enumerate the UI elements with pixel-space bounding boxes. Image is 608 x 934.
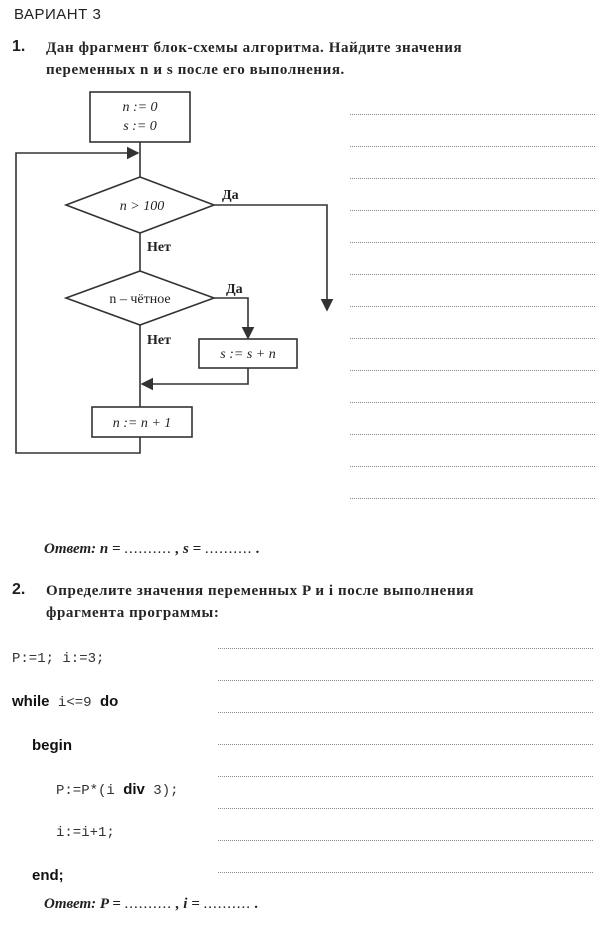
task1-number: 1. [12,38,26,55]
code-line-3: begin [12,735,179,758]
work-line[interactable] [218,872,593,873]
task1-work-lines [350,114,595,499]
work-line[interactable] [218,808,593,809]
code-line-1: P:=1; i:=3; [12,651,105,667]
increment-n-box [91,406,193,438]
task2-answer-prefix: Ответ: P = [44,896,121,912]
task2-answer-end: . [254,896,259,912]
work-line[interactable] [350,146,595,147]
assign-s-box [198,338,298,369]
work-line[interactable] [218,776,593,777]
work-line[interactable] [350,402,595,403]
cond1-yes-label: Да [222,188,239,203]
cond1-no-label: Нет [147,240,171,255]
work-line[interactable] [350,242,595,243]
keyword-div: div [123,781,145,798]
keyword-begin: begin [32,737,72,754]
init-s-label: s := 0 [123,119,157,134]
work-line[interactable] [350,466,595,467]
work-line[interactable] [350,178,595,179]
code-line-2: while i<=9 do [12,691,179,714]
increment-n-label: n := n + 1 [113,416,172,431]
task2-line-1: Определите значения переменных P и i пос… [46,583,475,599]
work-line[interactable] [218,712,593,713]
answer-s-blank[interactable]: .......... [204,541,253,557]
code-expr-b: 3); [144,783,179,799]
assign-s-label: s := s + n [220,347,275,362]
keyword-do: do [99,693,119,710]
code-line-6: end; [12,865,179,888]
work-line[interactable] [218,840,593,841]
cond2-label: n – чётное [109,292,170,307]
code-line-5: i:=i+1; [56,825,115,841]
task1-answer-prefix: Ответ: n = [44,541,121,557]
work-line[interactable] [218,744,593,745]
task2-answer-sep: , i = [175,896,200,912]
work-line[interactable] [218,680,593,681]
task2-work-lines [218,648,593,873]
work-line[interactable] [350,210,595,211]
answer-n-blank[interactable]: .......... [124,541,172,557]
work-line[interactable] [350,114,595,115]
flowchart: n := 0 s := 0 n > 100 Да Нет n – чётное … [15,91,334,454]
cond2-yes-label: Да [226,282,243,297]
code-line-4: P:=P*(i div 3); [12,779,179,802]
init-box [89,91,191,143]
init-n-label: n := 0 [122,100,157,115]
task1-answer: Ответ: n = .......... , s = .......... . [44,541,260,558]
task1-statement: Дан фрагмент блок-схемы алгоритма. Найди… [46,37,462,81]
keyword-end: end; [32,867,64,884]
cond2-no-label: Нет [147,333,171,348]
code-expr-a: P:=P*(i [56,783,124,799]
task2-answer: Ответ: P = .......... , i = .......... . [44,896,259,913]
answer-p-blank[interactable]: .......... [124,896,173,912]
task1-line-2: переменных n и s после его выполнения. [46,62,345,78]
task1-line-1: Дан фрагмент блок-схемы алгоритма. Найди… [46,40,463,56]
work-line[interactable] [350,274,595,275]
work-line[interactable] [350,306,595,307]
work-line[interactable] [350,434,595,435]
code-condition: i<=9 [49,695,100,711]
task1-answer-sep: , s = [175,541,202,557]
work-line[interactable] [218,648,593,649]
task1-answer-end: . [256,541,260,557]
work-line[interactable] [350,498,595,499]
work-line[interactable] [350,338,595,339]
task2-line-2: фрагмента программы: [46,605,220,621]
work-line[interactable] [350,370,595,371]
task2-number: 2. [12,581,26,598]
answer-i-blank[interactable]: .......... [203,896,252,912]
cond1-label: n > 100 [120,199,164,214]
task2-statement: Определите значения переменных P и i пос… [46,580,474,624]
keyword-while: while [12,693,50,710]
code-listing: P:=1; i:=3; while i<=9 do begin P:=P*(i … [12,628,179,909]
variant-title: ВАРИАНТ 3 [14,6,102,23]
